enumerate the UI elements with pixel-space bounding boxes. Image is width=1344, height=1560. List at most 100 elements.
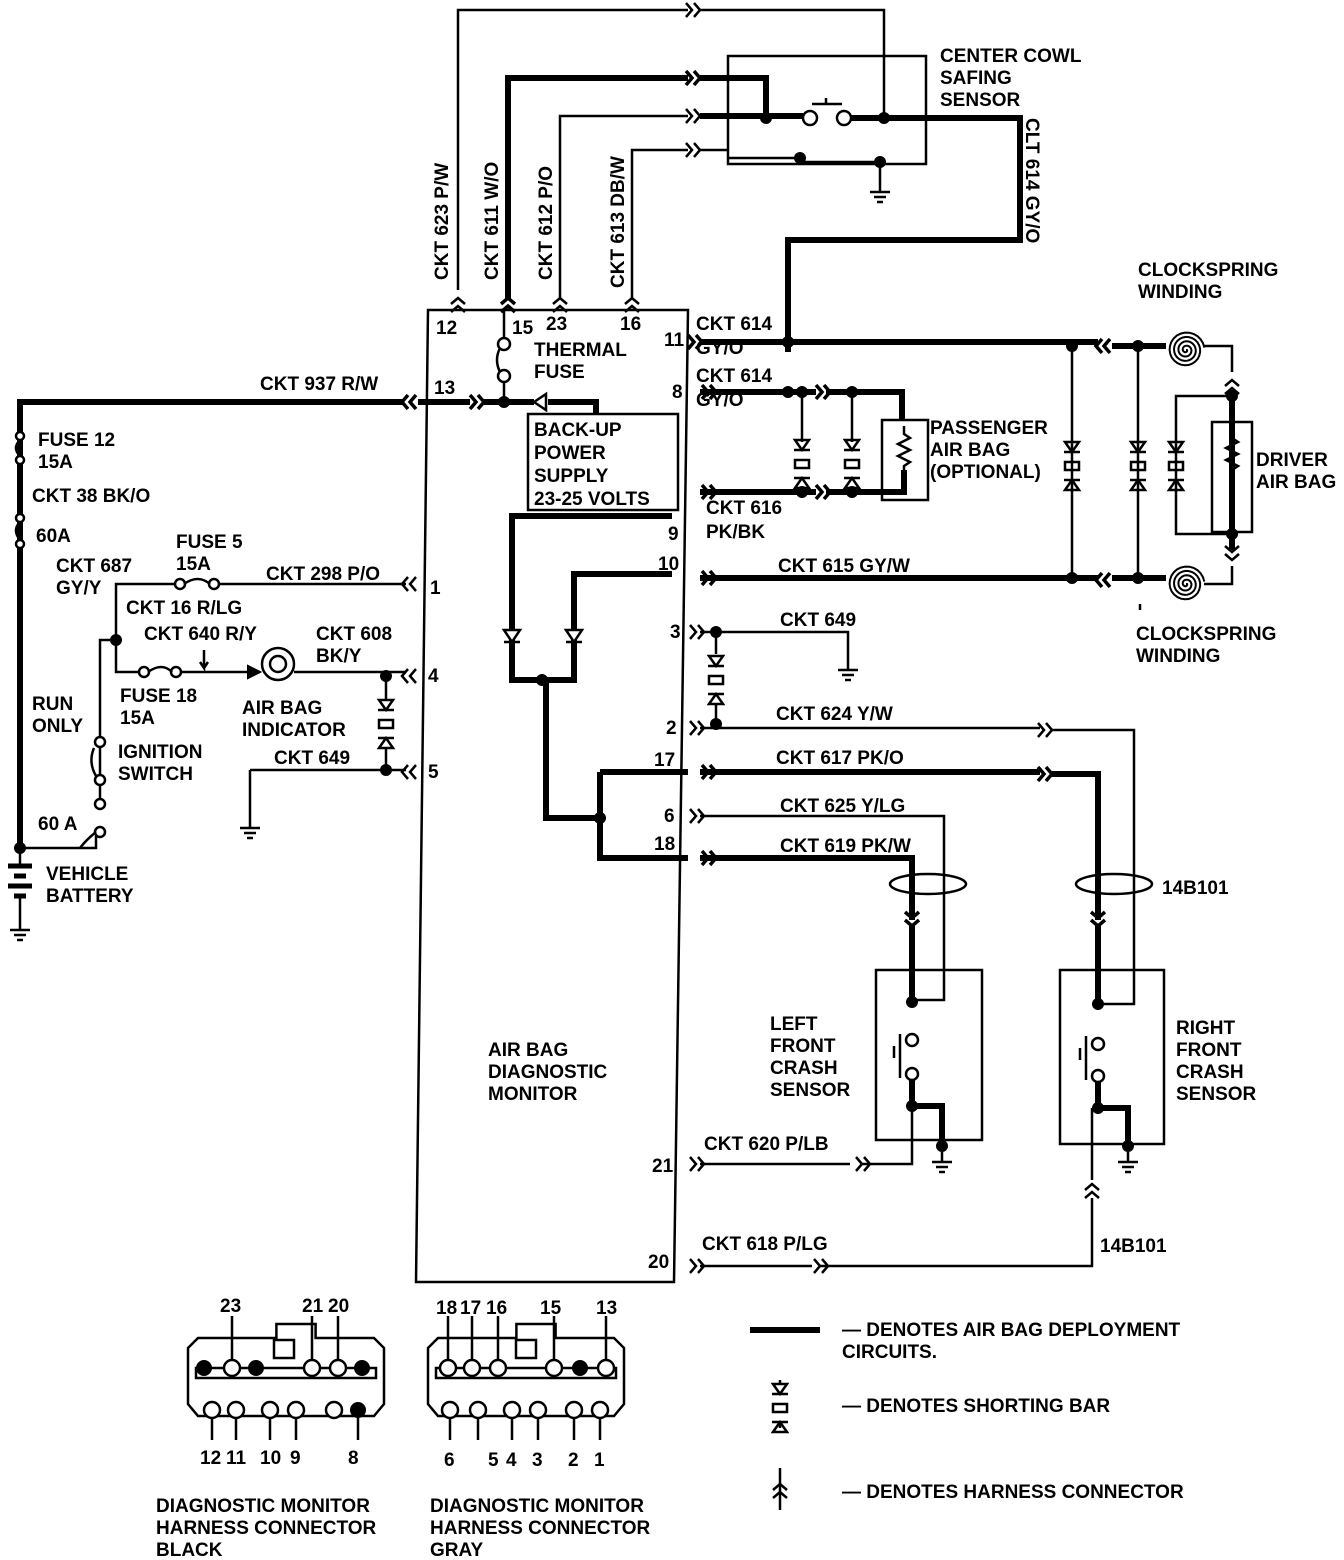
label-black-conn-top-nums: 21 xyxy=(302,1296,324,1317)
label-fuse-18: FUSE 18 xyxy=(120,686,197,707)
terminal xyxy=(1090,1068,1106,1084)
pin-open xyxy=(462,1358,482,1378)
right-sensor-out xyxy=(1095,1082,1131,1146)
label-ckt-614-a: GY/O xyxy=(696,338,744,359)
label-pin-16: 16 xyxy=(620,314,641,335)
harness-connector-icon xyxy=(400,576,417,592)
label-pin-13: 13 xyxy=(434,378,455,399)
harness-connector-icon xyxy=(1084,1182,1100,1199)
harness-connector-icon xyxy=(685,2,702,18)
junction-dot xyxy=(796,386,808,398)
label-left-sensor: CRASH xyxy=(770,1058,838,1079)
label-monitor: MONITOR xyxy=(488,1084,578,1105)
label-black-conn-bottom-nums: 10 xyxy=(260,1448,281,1469)
label-ckt-614-b: GY/O xyxy=(696,390,744,411)
ckt-618-wire-2 xyxy=(820,1198,1094,1268)
safing-switch-bar xyxy=(812,98,842,106)
harness-connector-icon xyxy=(1089,910,1107,929)
label-thermal-fuse: FUSE xyxy=(534,362,585,383)
label-pin-1: 1 xyxy=(430,578,441,599)
junction-dot xyxy=(874,156,886,168)
label-run-only: RUN xyxy=(32,694,73,715)
terminal xyxy=(93,797,107,811)
label-clockspring-top: WINDING xyxy=(1138,282,1222,303)
label-safing-sensor: SENSOR xyxy=(940,90,1021,111)
fuse-18-link xyxy=(147,665,173,674)
pin-open xyxy=(596,1358,616,1378)
label-right-sensor: CRASH xyxy=(1176,1062,1244,1083)
label-legend-harness: — DENOTES HARNESS CONNECTOR xyxy=(842,1482,1184,1503)
pin-filled xyxy=(354,1360,370,1376)
pin-open xyxy=(438,1358,458,1378)
pin-open xyxy=(564,1400,584,1420)
harness-connector-icon xyxy=(624,296,640,313)
harness-connector-icon xyxy=(700,483,719,501)
label-pin-3: 3 xyxy=(670,622,681,643)
label-ckt-649-right: CKT 649 xyxy=(780,610,856,631)
harness-connector-icon xyxy=(700,383,719,401)
ckt-649-right-wire xyxy=(700,630,850,660)
label-clockspring-bottom: WINDING xyxy=(1136,646,1220,667)
thermal-fuse-link xyxy=(495,347,502,373)
terminal xyxy=(14,430,26,442)
label-ckt-614-a: CKT 614 xyxy=(696,314,772,335)
label-ckt-613: CKT 613 DB/W xyxy=(608,156,629,288)
ign-3 xyxy=(98,638,116,736)
label-ckt-608: CKT 608 xyxy=(316,624,392,645)
label-right-sensor: FRONT xyxy=(1176,1040,1242,1061)
left-crash-sensor-box xyxy=(874,968,984,1142)
label-pin-15: 15 xyxy=(512,318,534,339)
junction-dot xyxy=(846,486,858,498)
harness-sheath-right xyxy=(1074,872,1154,896)
label-ckt-625: CKT 625 Y/LG xyxy=(780,796,905,817)
label-ckt-614-b: CKT 614 xyxy=(696,366,772,387)
squib-resistor-icon xyxy=(895,426,913,490)
harness-connector-icon xyxy=(499,295,517,314)
driver-short-loop xyxy=(1174,394,1232,536)
label-legend-shorting: — DENOTES SHORTING BAR xyxy=(842,1396,1110,1417)
label-ignition-switch: IGNITION xyxy=(118,742,202,763)
diode-icon xyxy=(563,628,585,645)
driver-airbag-box xyxy=(1210,420,1254,534)
terminal xyxy=(93,825,107,839)
shorting-bar-icon xyxy=(1128,440,1148,492)
harness-connector-icon xyxy=(689,624,706,640)
harness-connector-icon xyxy=(689,1156,706,1172)
ckt-624-wire-2 xyxy=(1052,728,1136,1006)
shorting-bar-icon xyxy=(706,654,726,706)
label-legend-deploy: — DENOTES AIR BAG DEPLOYMENT xyxy=(842,1320,1181,1341)
harness-connector-icon xyxy=(1036,765,1055,783)
label-gray-conn-bottom-nums: 3 xyxy=(532,1450,543,1471)
junction-dot xyxy=(906,1100,918,1112)
pin-filled xyxy=(350,1402,366,1418)
harness-connector-icon xyxy=(903,910,921,929)
ground-icon xyxy=(1118,1152,1138,1174)
label-vehicle-battery: VEHICLE xyxy=(46,864,128,885)
harness-connector-icon xyxy=(855,1156,872,1172)
pin-open xyxy=(324,1400,344,1420)
ckt-613-wire xyxy=(630,148,688,300)
label-ckt-16: CKT 16 R/LG xyxy=(126,598,242,619)
ckt-619-wire xyxy=(700,855,915,920)
label-pin-5: 5 xyxy=(428,762,439,783)
pin-open xyxy=(302,1358,322,1378)
harness-connector-icon xyxy=(813,1258,830,1274)
pin-open xyxy=(226,1400,246,1420)
label-gray-conn-label: GRAY xyxy=(430,1540,483,1560)
label-gray-conn-top-nums: 13 xyxy=(596,1298,617,1319)
fuse-12-link xyxy=(14,439,21,457)
label-gray-conn-top-nums: 18 xyxy=(436,1298,457,1319)
junction-dot xyxy=(782,336,794,348)
label-ckt-687: CKT 687 xyxy=(56,556,132,577)
terminal xyxy=(93,773,107,787)
label-black-conn-top-nums: 20 xyxy=(328,1296,349,1317)
junction-dot xyxy=(878,112,890,124)
label-gray-conn-bottom-nums: 6 xyxy=(444,1450,455,1471)
label-pin-12: 12 xyxy=(436,318,457,339)
harness-connector-icon xyxy=(700,849,719,867)
ckt-687-wire xyxy=(114,582,176,640)
junction-dot xyxy=(1066,572,1078,584)
label-pin-17: 17 xyxy=(654,750,675,771)
pin-open xyxy=(328,1358,348,1378)
pass-bag-feed xyxy=(826,389,905,420)
